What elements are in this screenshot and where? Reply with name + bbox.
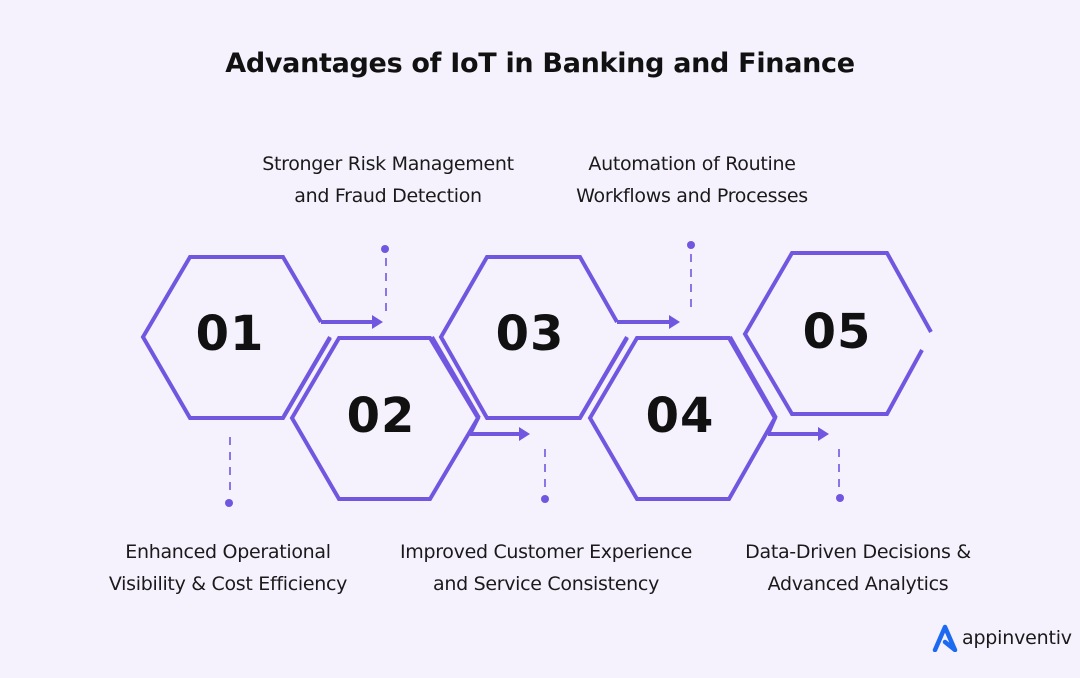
dot-05: [836, 494, 844, 502]
connector-double-line-04-05: [728, 336, 778, 419]
label-01: Enhanced Operational Visibility & Cost E…: [108, 541, 348, 595]
arrow-04-to-05: [766, 417, 818, 436]
label-03: Improved Customer Experience and Service…: [399, 541, 693, 595]
dot-03: [541, 495, 549, 503]
step-number-03: 03: [495, 306, 565, 362]
step-number-02: 02: [346, 388, 416, 444]
page-title: Advantages of IoT in Banking and Finance: [225, 48, 855, 79]
step-number-05: 05: [802, 304, 872, 360]
dot-02: [381, 245, 389, 253]
connector-double-line-02-03: [430, 335, 481, 420]
hexagon-02: [289, 336, 481, 501]
appinventiv-a-icon: [932, 624, 958, 652]
step-number-01: 01: [195, 306, 265, 362]
arrow-02-to-03: [468, 417, 520, 436]
label-04: Automation of Routine Workflows and Proc…: [576, 153, 808, 207]
label-02: Stronger Risk Management and Fraud Detec…: [262, 153, 514, 207]
hexagon-03: [438, 255, 629, 420]
step-number-04: 04: [645, 388, 715, 444]
hexagon-05: [742, 251, 933, 416]
dot-01: [225, 499, 233, 507]
dot-04: [687, 241, 695, 249]
connector-double-line-01-02: [282, 336, 332, 418]
hexagon-01: [140, 255, 332, 420]
logo-text: appinventiv: [962, 627, 1072, 649]
label-05: Data-Driven Decisions & Advanced Analyti…: [745, 541, 971, 595]
appinventiv-logo: appinventiv: [932, 624, 1072, 652]
connector-double-line-03-04: [579, 336, 629, 418]
